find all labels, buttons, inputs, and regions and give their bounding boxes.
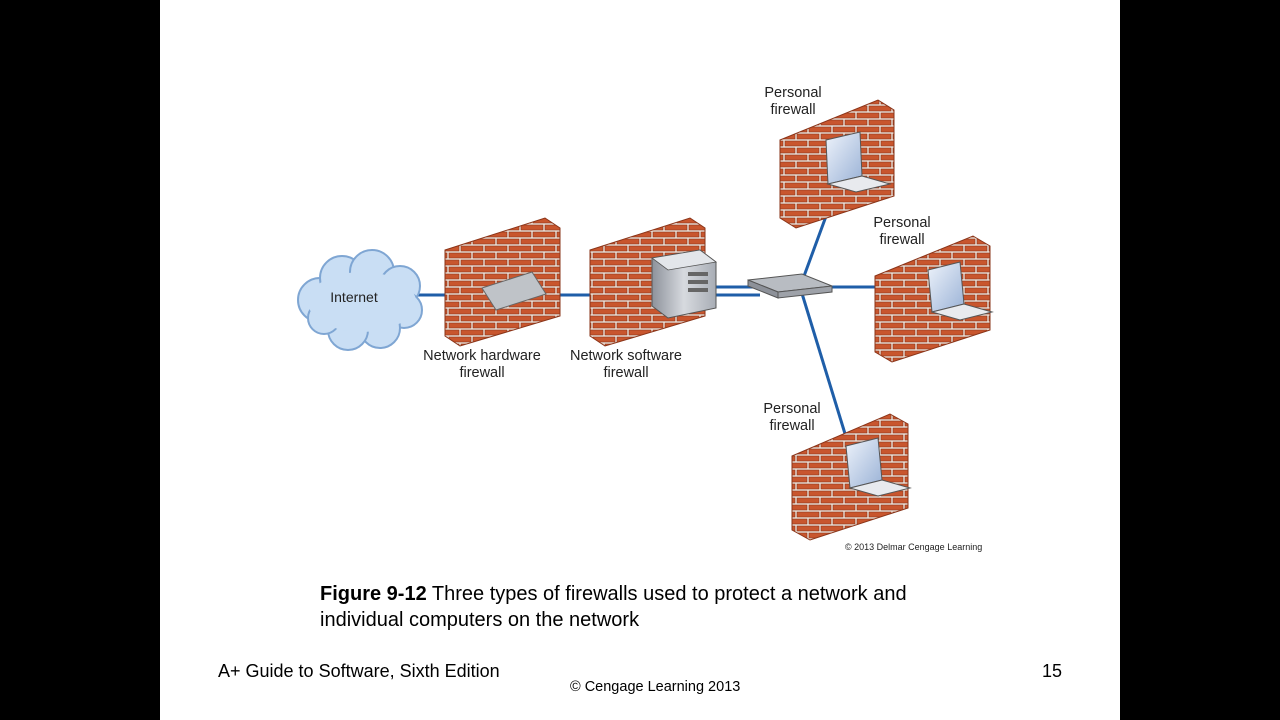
internet-label: Internet [330,289,378,305]
slide: Internet Network hardware firewall Netwo… [160,0,1120,720]
internet-cloud [297,249,423,351]
personal-firewall-top-line1: Personal [764,85,822,101]
laptop-icon [825,131,892,193]
personal-firewall-top-line2: firewall [770,102,816,118]
hardware-firewall-label-line2: firewall [459,365,505,381]
software-firewall-label: Network software firewall [556,348,696,382]
hardware-firewall-label: Network hardware firewall [412,348,552,382]
personal-firewall-middle-wall [874,235,994,363]
laptop-icon [927,261,994,321]
hardware-firewall-device [481,271,547,311]
figure-number: Figure 9-12 [320,583,427,605]
personal-firewall-middle-line2: firewall [879,232,925,248]
figure-caption-text: Three types of firewalls used to protect… [320,583,907,631]
personal-firewall-bottom-label: Personal firewall [747,401,837,435]
firewall-diagram [297,99,994,541]
software-firewall-label-line2: firewall [603,365,649,381]
personal-firewall-bottom-wall [791,413,912,541]
personal-firewall-middle-label: Personal firewall [857,215,947,249]
personal-firewall-middle-line1: Personal [873,215,931,231]
hardware-firewall-label-line1: Network hardware [423,348,541,364]
personal-firewall-bottom-line1: Personal [763,401,821,417]
software-firewall-label-line1: Network software [569,348,682,364]
image-credit: © 2013 Delmar Cengage Learning [845,542,983,552]
book-title: A+ Guide to Software, Sixth Edition [218,661,500,681]
figure-caption: Figure 9-12 Three types of firewalls use… [160,581,1120,633]
personal-firewall-top-wall [779,99,895,229]
footer-copyright: © Cengage Learning 2013 [570,679,741,695]
personal-firewall-top-label: Personal firewall [748,85,838,119]
personal-firewall-bottom-line2: firewall [769,418,815,434]
hardware-firewall-wall [444,217,561,347]
server-icon [651,249,717,319]
laptop-icon [845,437,912,497]
page-number: 15 [1042,661,1063,681]
network-switch-icon [747,273,833,299]
software-firewall-wall [589,217,717,347]
